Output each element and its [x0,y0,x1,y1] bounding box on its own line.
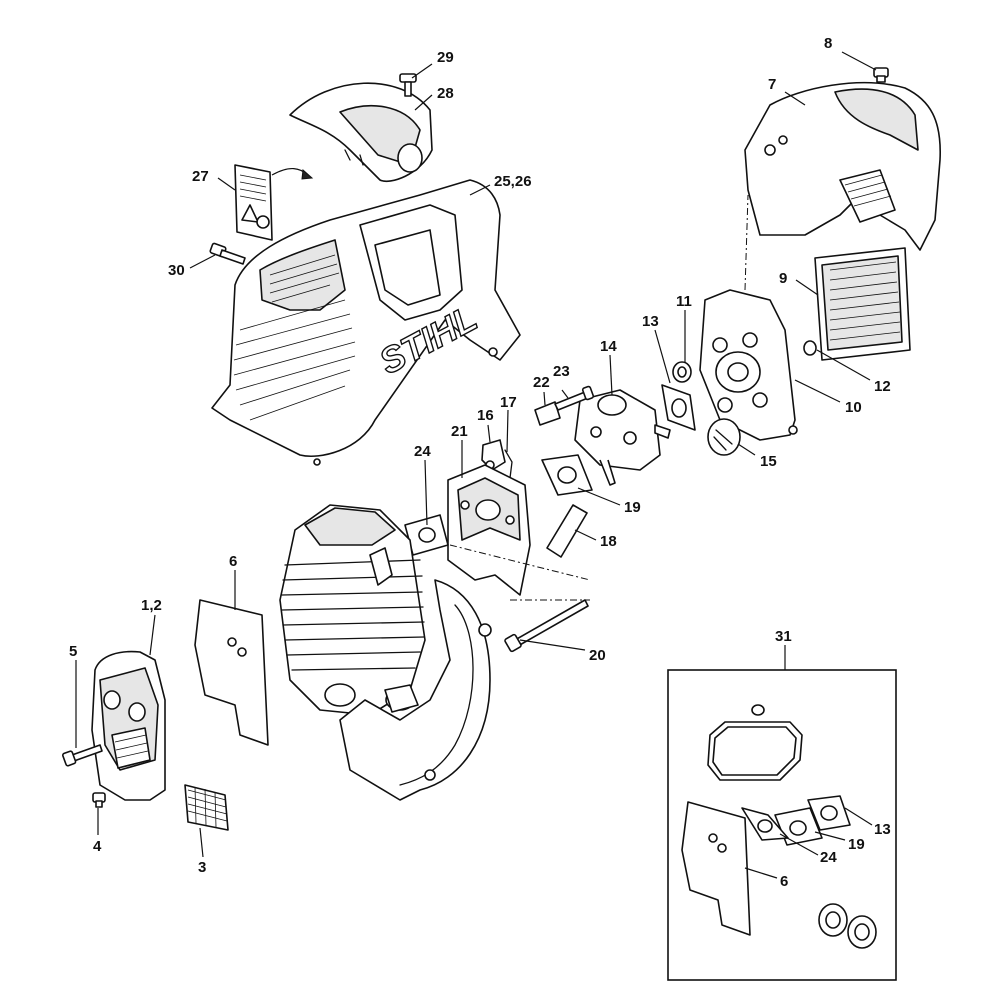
label-24: 24 [414,443,431,460]
label-1-2: 1,2 [141,597,162,614]
screw-8 [873,67,889,83]
callout-labels: 29 28 27 25,26 30 8 7 9 11 13 12 10 14 2… [69,35,891,890]
engine-cylinder [279,504,426,716]
kit-label-24: 24 [820,849,837,866]
label-13: 13 [642,313,659,330]
leader-lines [75,51,877,879]
label-18: 18 [600,533,617,550]
screw-29 [399,73,417,97]
kit-label-31: 31 [775,628,792,645]
label-12: 12 [874,378,891,395]
label-14: 14 [600,338,617,355]
screw-23 [554,385,595,411]
warning-label-27 [234,164,314,241]
label-6: 6 [229,553,237,570]
filter-cover-7 [744,81,941,251]
label-11: 11 [676,293,692,310]
kit-label-6: 6 [780,873,788,890]
nut-12 [803,340,817,356]
gasket-kit-31 [667,669,897,981]
carburetor-14 [574,389,671,486]
label-27: 27 [192,168,209,185]
filter-base-10 [699,289,798,441]
label-21: 21 [451,423,468,440]
screw-5 [62,744,103,767]
gasket-19 [541,454,593,496]
label-23: 23 [553,363,570,380]
label-10: 10 [845,399,862,416]
label-30: 30 [168,262,185,279]
assembly-lines [449,194,749,601]
label-20: 20 [589,647,606,664]
label-28: 28 [437,85,454,102]
fan-housing [339,579,492,801]
label-7: 7 [768,76,776,93]
label-16: 16 [477,407,494,424]
kit-label-19: 19 [848,836,865,853]
label-9: 9 [779,270,787,287]
label-8: 8 [824,35,832,52]
screw-4 [92,792,106,808]
label-25-26: 25,26 [494,173,532,190]
nut-11 [672,361,692,383]
label-3: 3 [198,859,206,876]
label-5: 5 [69,643,77,660]
label-29: 29 [437,49,454,66]
label-4: 4 [93,838,102,855]
heat-shield-6 [194,599,269,746]
engine-shroud-25-26: STIHL [211,179,521,466]
bolt-20 [504,599,589,653]
choke-cap-15 [707,418,741,456]
label-19: 19 [624,499,641,516]
muffler-1-2 [91,650,166,801]
kit-label-13: 13 [874,821,891,838]
gasket-13 [661,384,696,431]
intake-manifold-21 [447,464,531,596]
label-22: 22 [533,374,550,391]
bracket-22 [534,401,561,426]
screw-30 [209,242,246,265]
tube-18 [546,504,588,558]
spark-screen-3 [184,784,229,831]
air-filter-9 [814,247,911,361]
label-17: 17 [500,394,517,411]
label-15: 15 [760,453,777,470]
cover-cap-28 [289,82,433,182]
